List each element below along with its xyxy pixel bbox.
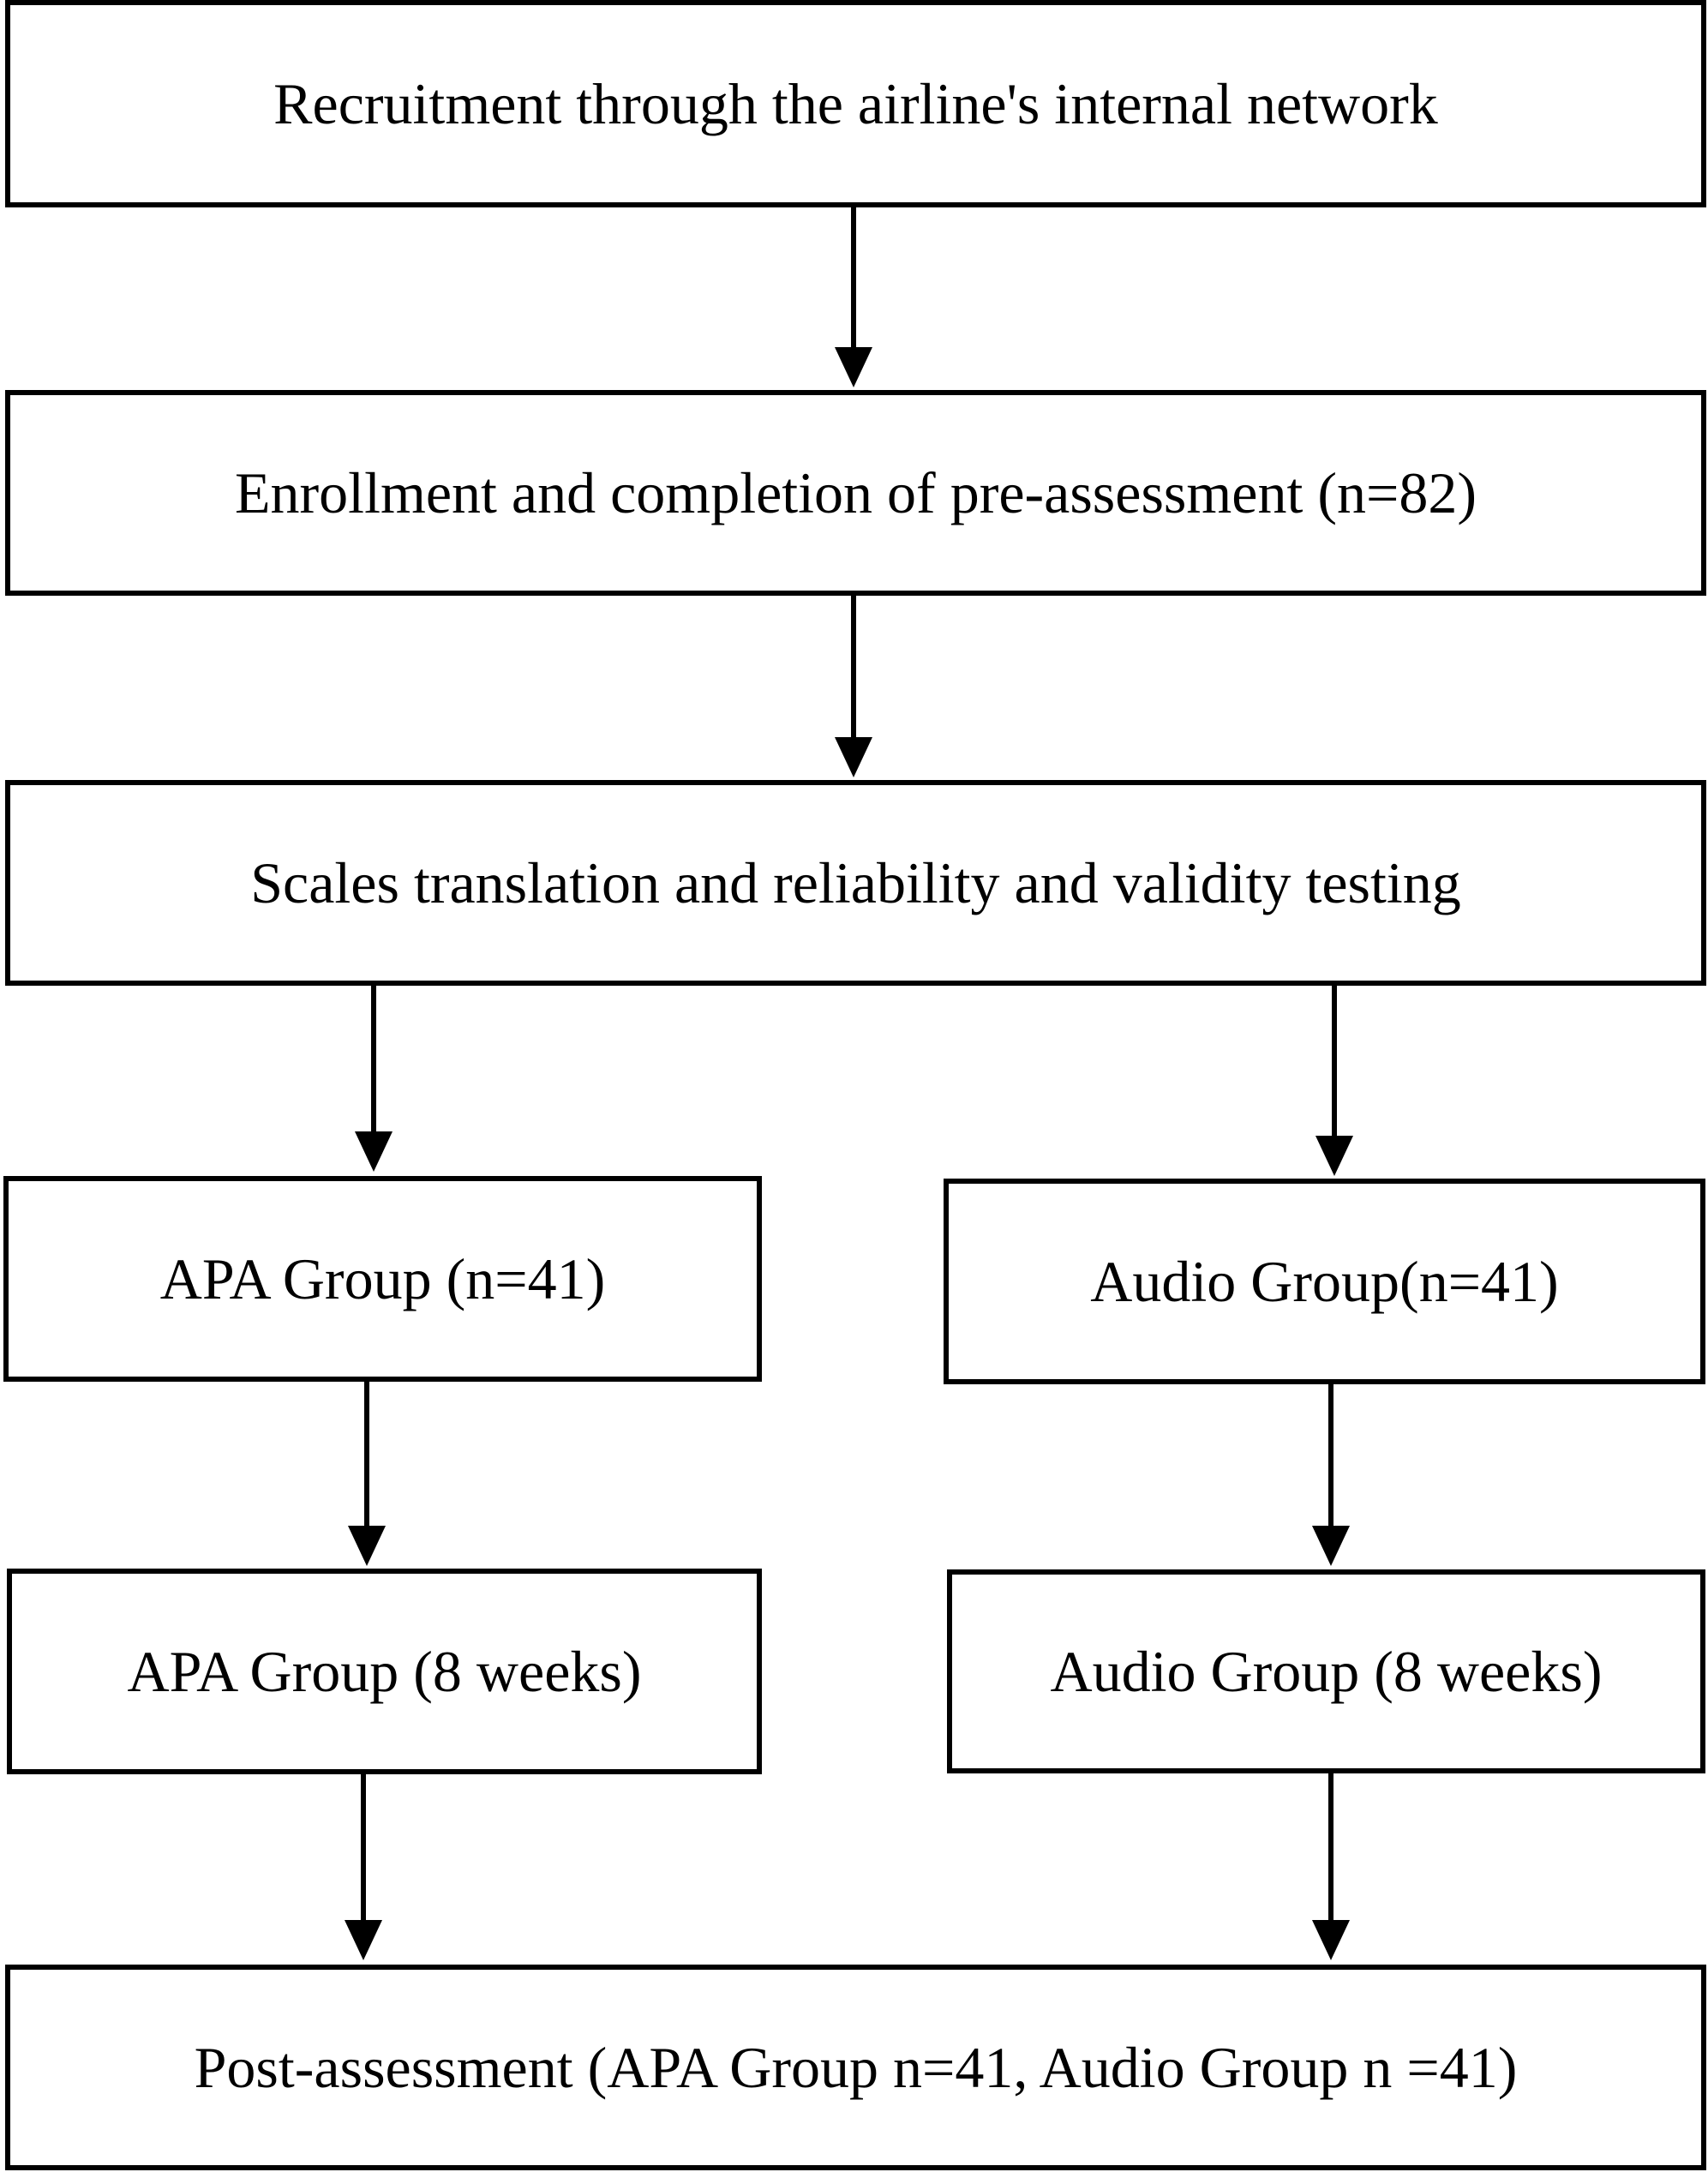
recruitment-label: Recruitment through the airline's intern… [273,70,1438,136]
arrow-scales-to-audio [1315,986,1353,1176]
apa-group-box: APA Group (n=41) [3,1176,762,1382]
audio-group-label: Audio Group(n=41) [1090,1248,1559,1314]
apa-group-weeks-label: APA Group (8 weeks) [127,1638,642,1704]
recruitment-box: Recruitment through the airline's intern… [5,0,1706,207]
arrow-apa-to-apa-weeks [348,1382,386,1566]
arrow-scales-to-apa [355,986,393,1172]
arrow-audio-weeks-to-post [1312,1773,1350,1960]
enrollment-box: Enrollment and completion of pre-assessm… [5,390,1706,596]
arrow-apa-weeks-to-post [345,1774,382,1960]
audio-group-weeks-box: Audio Group (8 weeks) [947,1569,1705,1773]
post-assessment-box: Post-assessment (APA Group n=41, Audio G… [5,1965,1706,2170]
scales-box: Scales translation and reliability and v… [5,780,1706,986]
audio-group-box: Audio Group(n=41) [944,1179,1705,1384]
scales-label: Scales translation and reliability and v… [250,849,1461,915]
arrow-recruit-to-enroll [835,207,872,387]
arrow-audio-to-audio-weeks [1312,1384,1350,1566]
audio-group-weeks-label: Audio Group (8 weeks) [1050,1638,1603,1704]
arrow-enroll-to-scales [835,596,872,777]
apa-group-label: APA Group (n=41) [159,1245,606,1311]
post-assessment-label: Post-assessment (APA Group n=41, Audio G… [194,2034,1518,2100]
enrollment-label: Enrollment and completion of pre-assessm… [235,459,1477,525]
apa-group-weeks-box: APA Group (8 weeks) [7,1569,762,1774]
